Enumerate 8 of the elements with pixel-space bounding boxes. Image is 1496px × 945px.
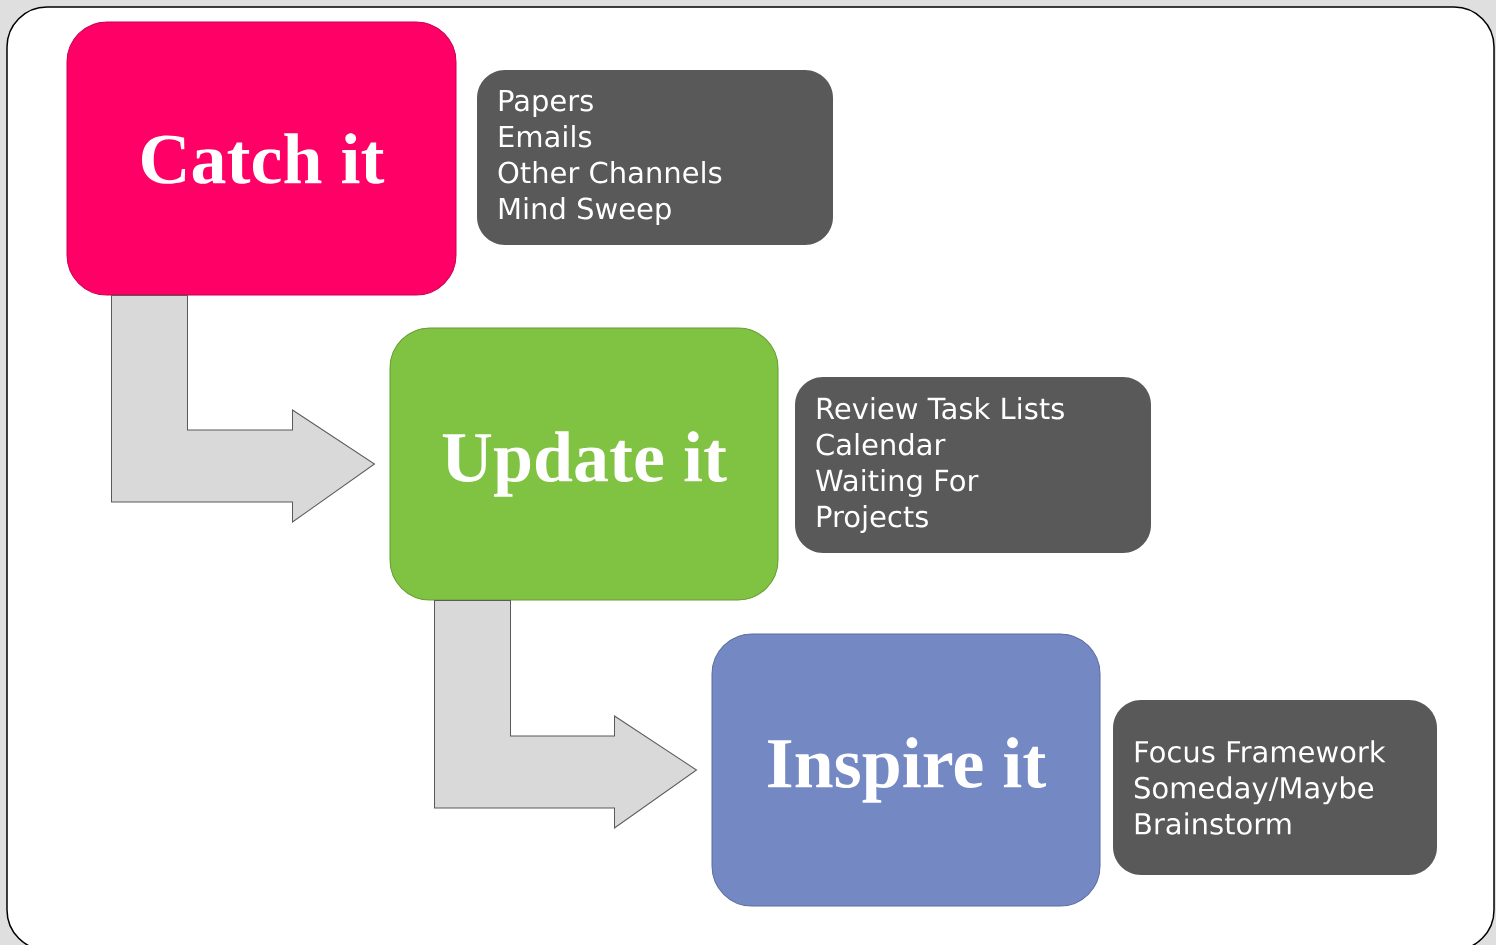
- step-box: Update it: [389, 327, 779, 601]
- step-box: Catch it: [66, 21, 457, 296]
- bent-arrow: [111, 295, 375, 523]
- note-box: Focus Framework Someday/Maybe Brainstorm: [1113, 700, 1437, 875]
- bent-arrow: [434, 600, 697, 829]
- note-box: Review Task Lists Calendar Waiting For Projects: [795, 377, 1151, 553]
- step-box: Inspire it: [711, 633, 1101, 907]
- note-box: Papers Emails Other Channels Mind Sweep: [477, 70, 833, 245]
